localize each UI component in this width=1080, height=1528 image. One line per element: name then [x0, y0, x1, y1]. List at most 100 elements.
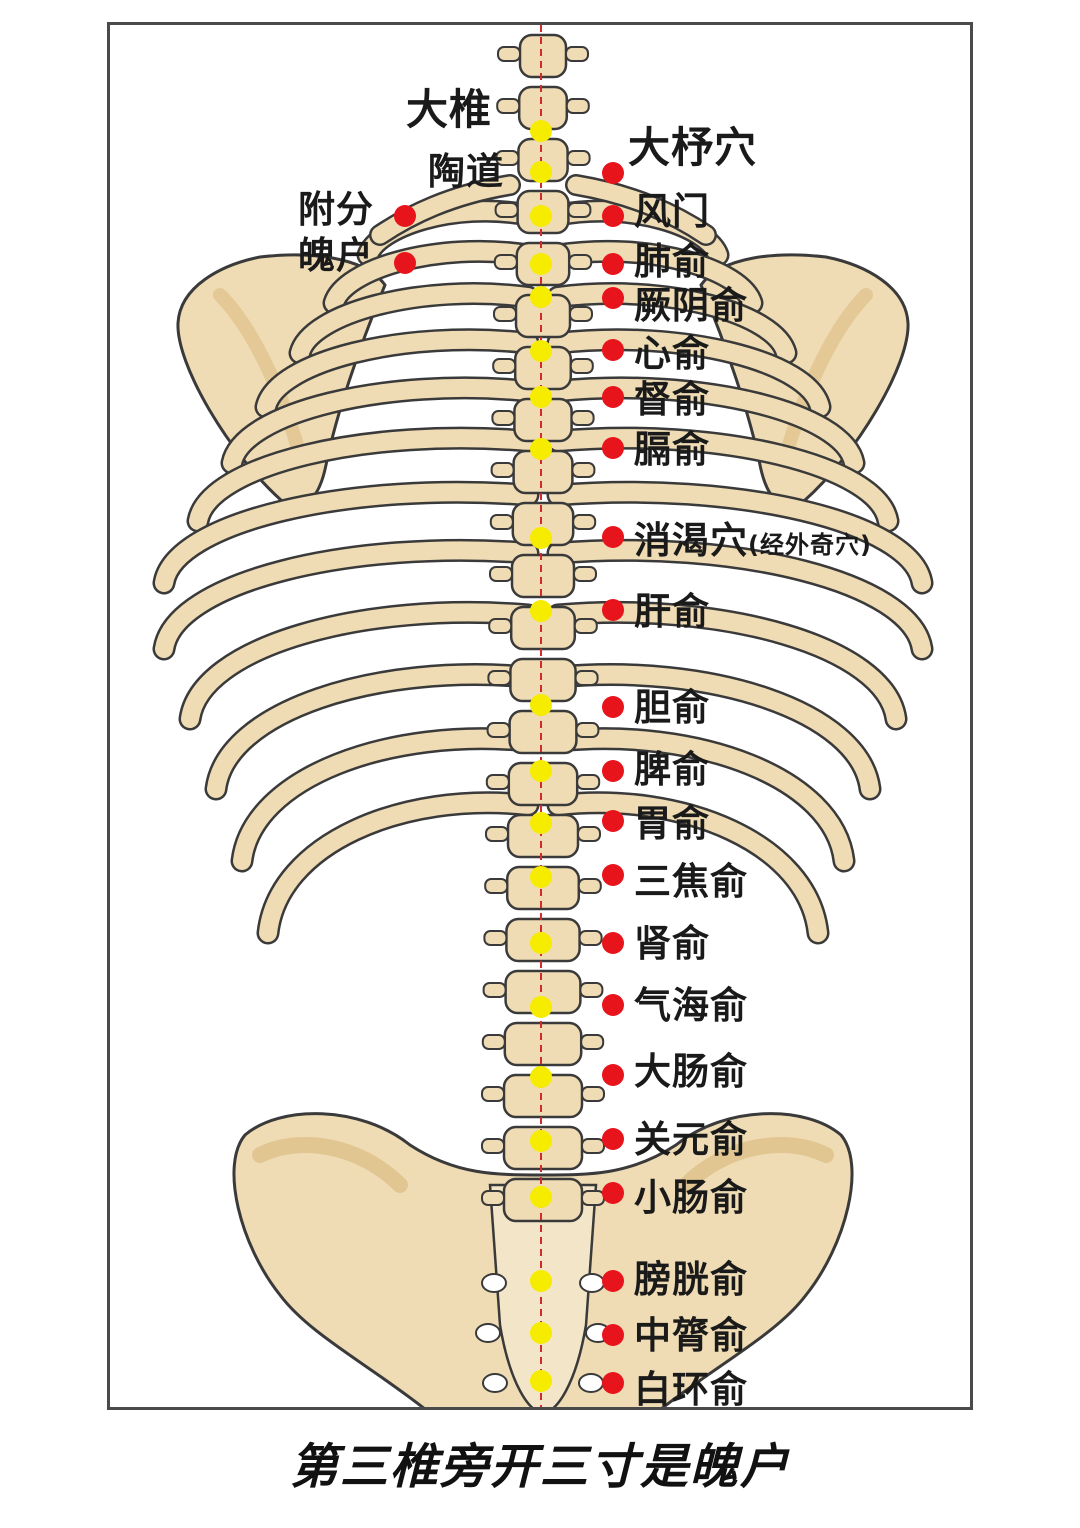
- label-sanjiaoshu: 三焦俞: [634, 860, 748, 903]
- left-rib: [257, 330, 537, 416]
- right-rib: [549, 429, 897, 530]
- right-rib: [549, 284, 795, 362]
- spine-point: [530, 386, 552, 408]
- spine-point: [530, 760, 552, 782]
- left-transverse-process: [481, 1190, 505, 1206]
- label-dushu: 督俞: [634, 378, 710, 421]
- right-rib: [549, 729, 853, 870]
- label-guanyuanshu: 关元俞: [634, 1118, 748, 1161]
- left-transverse-process: [492, 358, 517, 374]
- label-zhonglushu: 中膂俞: [634, 1314, 748, 1357]
- left-rib: [259, 793, 537, 942]
- right-transverse-process: [577, 878, 602, 894]
- left-rib: [233, 729, 537, 870]
- right-rib: [549, 541, 931, 658]
- right-transverse-process: [565, 46, 589, 62]
- spine-point: [530, 438, 552, 460]
- sacral-foramen: [578, 1373, 604, 1393]
- label-taodao: 陶道: [428, 150, 504, 193]
- left-rib: [207, 665, 537, 798]
- label-qihaishu: 气海俞: [634, 984, 748, 1027]
- right-transverse-process: [576, 774, 601, 790]
- right-rib: [549, 603, 905, 728]
- right-transverse-process: [577, 826, 601, 842]
- left-transverse-process: [486, 722, 511, 738]
- left-rib: [155, 483, 537, 592]
- left-rib: [155, 541, 537, 658]
- left-transverse-process: [497, 46, 521, 62]
- left-transverse-process: [493, 254, 518, 270]
- acupoint-dot: [394, 252, 416, 274]
- spine-point: [530, 866, 552, 888]
- spine-point: [530, 1322, 552, 1344]
- vertebra: [510, 553, 576, 599]
- skeleton-illustration: [152, 25, 934, 1407]
- right-transverse-process: [565, 98, 590, 114]
- sacrum: [488, 1183, 598, 1407]
- acupoint-dot: [602, 339, 624, 361]
- right-transverse-process: [581, 1138, 605, 1154]
- acupoint-dot: [602, 287, 624, 309]
- acupoint-dot: [602, 1372, 624, 1394]
- left-transverse-process: [487, 670, 512, 686]
- acupoint-group: [394, 162, 624, 1394]
- label-xinshu: 心俞: [634, 332, 710, 375]
- label-pangguangshu: 膀胱俞: [634, 1258, 748, 1301]
- acupoint-dot: [602, 810, 624, 832]
- right-transverse-process: [573, 566, 597, 582]
- label-xiaochangshu: 小肠俞: [634, 1176, 748, 1219]
- left-transverse-process: [489, 566, 513, 582]
- left-transverse-process: [485, 826, 509, 842]
- left-rib: [189, 429, 537, 530]
- acupoint-dot: [602, 205, 624, 227]
- spine-point: [530, 1066, 552, 1088]
- label-ganshu: 肝俞: [634, 590, 710, 633]
- right-transverse-process: [581, 1190, 605, 1206]
- acupoint-dot: [602, 599, 624, 621]
- acupoint-dot: [602, 1324, 624, 1346]
- right-scapula-shade: [779, 288, 873, 462]
- right-clavicle: [567, 176, 715, 244]
- acupoint-dot: [602, 1064, 624, 1086]
- left-rib: [223, 378, 537, 472]
- right-transverse-process: [568, 254, 593, 270]
- acupoint-dot: [602, 386, 624, 408]
- acupoint-dot: [602, 760, 624, 782]
- left-iliac-shade: [252, 1137, 408, 1193]
- right-rib: [549, 330, 829, 416]
- sacral-foramen: [475, 1323, 501, 1343]
- spine-point: [530, 932, 552, 954]
- right-transverse-process: [567, 202, 592, 218]
- label-dazhui: 大椎: [406, 85, 493, 134]
- left-transverse-process: [494, 202, 519, 218]
- right-transverse-process: [574, 670, 599, 686]
- spine-point: [530, 1130, 552, 1152]
- spine-point: [530, 120, 552, 142]
- spine-point: [530, 340, 552, 362]
- right-transverse-process: [575, 722, 600, 738]
- label-xiaoke-name: 消渴穴: [634, 519, 748, 562]
- acupoint-dot: [602, 1182, 624, 1204]
- label-baihuanshu: 白环俞: [634, 1368, 748, 1410]
- spine-point: [530, 161, 552, 183]
- vertebra: [508, 709, 578, 755]
- right-transverse-process: [566, 150, 591, 166]
- left-transverse-process: [481, 1034, 506, 1050]
- left-rib: [291, 284, 537, 362]
- label-jueyinshu: 厥阴俞: [634, 284, 748, 327]
- spine-point: [530, 527, 552, 549]
- right-transverse-process: [573, 618, 598, 634]
- label-xiaoke-note: (经外奇穴): [748, 531, 872, 559]
- right-rib: [549, 483, 931, 592]
- acupoint-dot: [602, 932, 624, 954]
- label-pishu: 脾俞: [634, 748, 710, 791]
- right-rib: [549, 665, 879, 798]
- acupoint-dot: [602, 162, 624, 184]
- caption: 第三椎旁开三寸是魄户: [289, 1439, 790, 1495]
- left-transverse-process: [481, 1086, 505, 1102]
- spine-point: [530, 286, 552, 308]
- diagram-frame: 大椎 陶道 附分 魄户 大杼穴 风门 肺俞 厥阴俞 心俞 督俞 膈俞 消渴穴(经…: [107, 22, 973, 1410]
- label-weishu: 胃俞: [634, 802, 710, 845]
- right-transverse-process: [572, 514, 597, 530]
- left-transverse-process: [484, 878, 509, 894]
